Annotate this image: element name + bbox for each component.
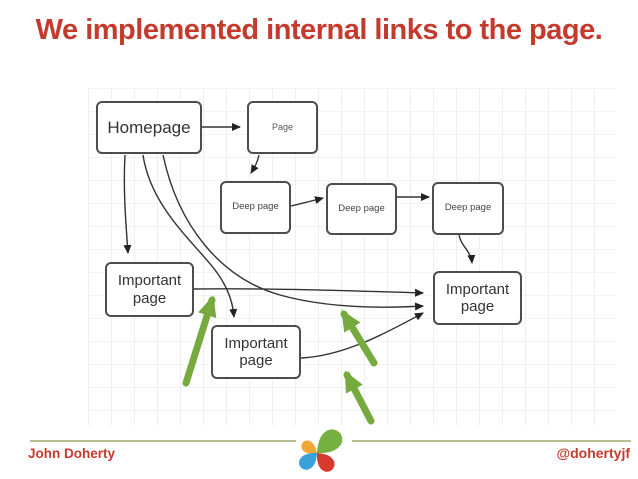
highlight-arrow-middle [340, 309, 378, 367]
node-homepage: Homepage [96, 101, 202, 154]
edge-page-to-deep1 [250, 154, 260, 174]
slide-title: We implemented internal links to the pag… [35, 14, 603, 46]
node-label: Important page [224, 334, 288, 369]
logo-petal-orange [301, 440, 317, 454]
node-deep-page-1: Deep page [220, 181, 291, 234]
edge-homepage-to-important-bottom [142, 154, 238, 318]
author-name: John Doherty [28, 446, 116, 461]
highlight-arrow-bottom [343, 370, 375, 425]
node-deep-page-3: Deep page [432, 182, 504, 235]
logo-petal-green [317, 429, 343, 454]
footer-divider-right [352, 440, 631, 442]
logo-petal-blue [299, 452, 317, 470]
edge-deep3-to-important-right [458, 234, 476, 264]
node-label: Important page [445, 280, 510, 315]
edge-homepage-to-important-right [162, 154, 424, 311]
node-page: Page [247, 101, 318, 154]
node-important-bottom: Important page [211, 325, 301, 379]
edge-deep1-to-deep2 [290, 196, 324, 207]
logo-petal-red [316, 453, 335, 472]
twitter-handle: @dohertyjf [556, 445, 630, 461]
footer-divider-left [30, 440, 296, 442]
node-label: Deep page [444, 202, 492, 214]
node-label: Important page [117, 272, 182, 307]
node-label: Page [271, 122, 294, 133]
highlight-arrow-left [182, 295, 217, 387]
node-label: Deep page [338, 202, 385, 214]
node-deep-page-2: Deep page [326, 183, 397, 235]
node-label: Homepage [107, 117, 191, 137]
node-label: Deep page [232, 201, 279, 213]
edge-homepage-to-important-left [123, 154, 132, 254]
node-important-left: Important page [105, 262, 194, 317]
edge-important-bottom-to-important-right [300, 312, 424, 359]
pinwheel-logo-icon [299, 429, 343, 472]
node-important-right: Important page [433, 271, 522, 325]
edge-important-left-to-important-right [193, 288, 424, 297]
